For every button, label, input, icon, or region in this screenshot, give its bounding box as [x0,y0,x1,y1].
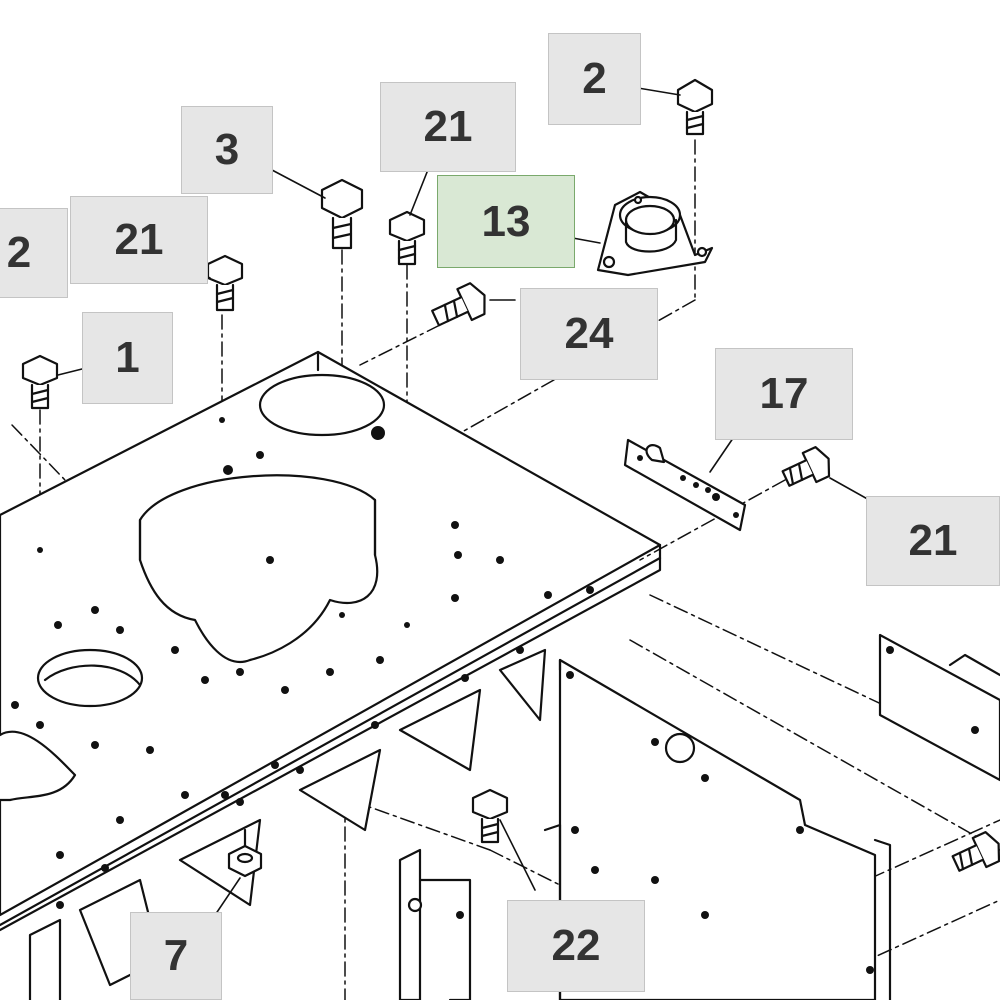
bolt-21-b [206,254,244,312]
callout-13-selected[interactable]: 13 [437,175,575,268]
bolt-21-right [781,446,831,487]
bolt-22 [471,788,509,844]
callout-21-left[interactable]: 21 [70,196,208,284]
right-bracket [878,633,1000,782]
callout-21-right[interactable]: 21 [866,496,1000,586]
callout-21-top[interactable]: 21 [380,82,516,172]
callout-1[interactable]: 1 [82,312,173,404]
part-17-strip [623,438,747,532]
callout-22[interactable]: 22 [507,900,645,992]
bolt-2-top [676,78,714,136]
bolt-3 [320,178,364,250]
callout-24[interactable]: 24 [520,288,658,380]
deck-plate [0,350,662,1000]
part-13-bearing-flange [596,190,714,277]
callout-17[interactable]: 17 [715,348,853,440]
callout-7[interactable]: 7 [130,912,222,1000]
callout-3[interactable]: 3 [181,106,273,194]
nut-7 [227,828,263,878]
callout-2-left[interactable]: 2 [0,208,68,298]
bolt-1 [21,354,59,410]
bolt-far-right [951,831,1000,872]
bolt-24 [431,282,486,327]
bolt-21-a [388,210,426,266]
deck-holes [11,417,594,909]
bolts [21,78,1000,878]
lower-channel [398,848,472,1000]
callout-2-top[interactable]: 2 [548,33,641,125]
